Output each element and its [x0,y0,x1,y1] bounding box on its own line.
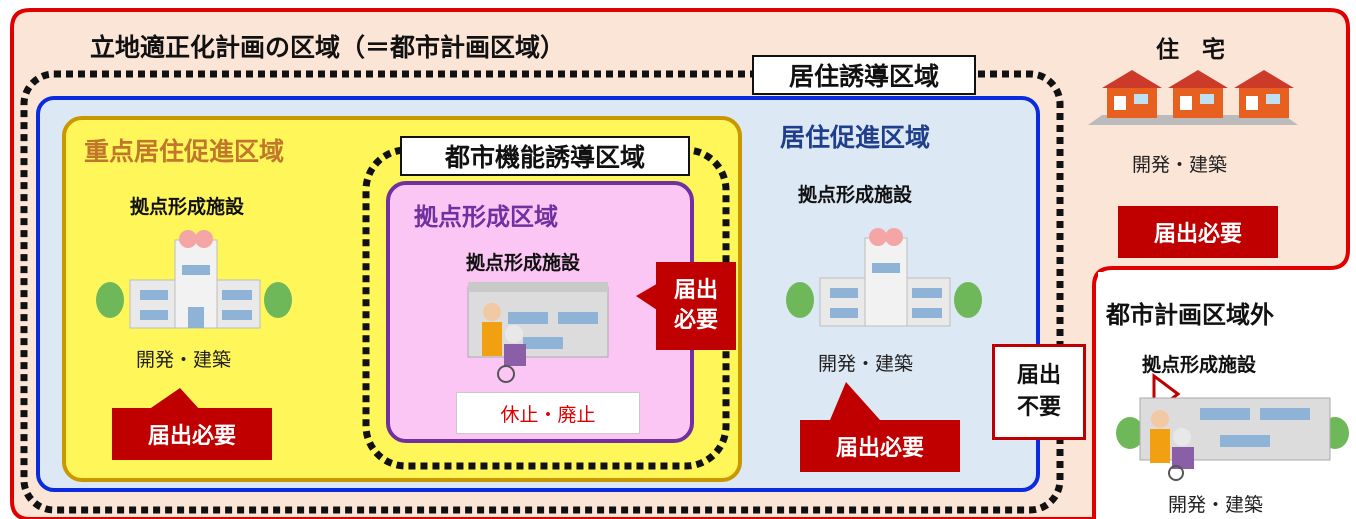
residential-promotion-label: 居住促進区域 [780,123,931,152]
house-icon [1088,70,1298,125]
hub-formation-label: 拠点形成区域 [414,203,558,231]
residential-promotion-facility: 拠点形成施設 [798,184,913,206]
priority-residential-facility: 拠点形成施設 [130,196,245,218]
priority-residential-label: 重点居住促進区域 [84,137,285,166]
care-facility-icon [1116,397,1349,481]
hub-formation-notice-line2: 必要 [673,308,718,333]
callout-tail [830,382,880,420]
outside-area-notice-line2: 不要 [1016,395,1061,420]
outside-area-label: 都市計画区域外 [1106,301,1274,329]
housing-label: 住 宅 [1156,37,1225,63]
building-icon [96,230,292,329]
priority-residential-notice: 届出必要 [112,408,272,460]
hub-formation-action: 休止・廃止 [500,403,596,426]
priority-residential-action: 開発・建築 [136,349,232,371]
hub-formation-notice: 届出 必要 [656,262,736,350]
building-icon [786,228,982,327]
outside-area-facility: 拠点形成施設 [1142,354,1257,376]
residential-induction-boundary [20,70,1064,514]
housing-action: 開発・建築 [1132,154,1228,176]
housing-notice: 届出必要 [1118,206,1278,258]
hub-formation-notice-line1: 届出 [673,278,718,303]
residential-promotion-notice: 届出必要 [800,420,960,472]
planning-area-title: 立地適正化計画の区域（＝都市計画区域） [90,33,566,62]
care-facility-icon [467,282,609,383]
outside-area-notice-line1: 届出 [1016,363,1061,388]
urban-function-label: 都市機能誘導区域 [400,136,690,176]
outside-area-notice: 届出 不要 [992,344,1086,440]
residential-promotion-action: 開発・建築 [818,353,914,375]
outside-area-action: 開発・建築 [1168,494,1264,516]
residential-induction-label: 居住誘導区域 [752,55,976,95]
callout-tail [148,388,200,410]
hub-formation-action-box: 休止・廃止 [456,392,640,434]
callout-tail [636,282,660,312]
hub-formation-facility: 拠点形成施設 [466,252,581,274]
